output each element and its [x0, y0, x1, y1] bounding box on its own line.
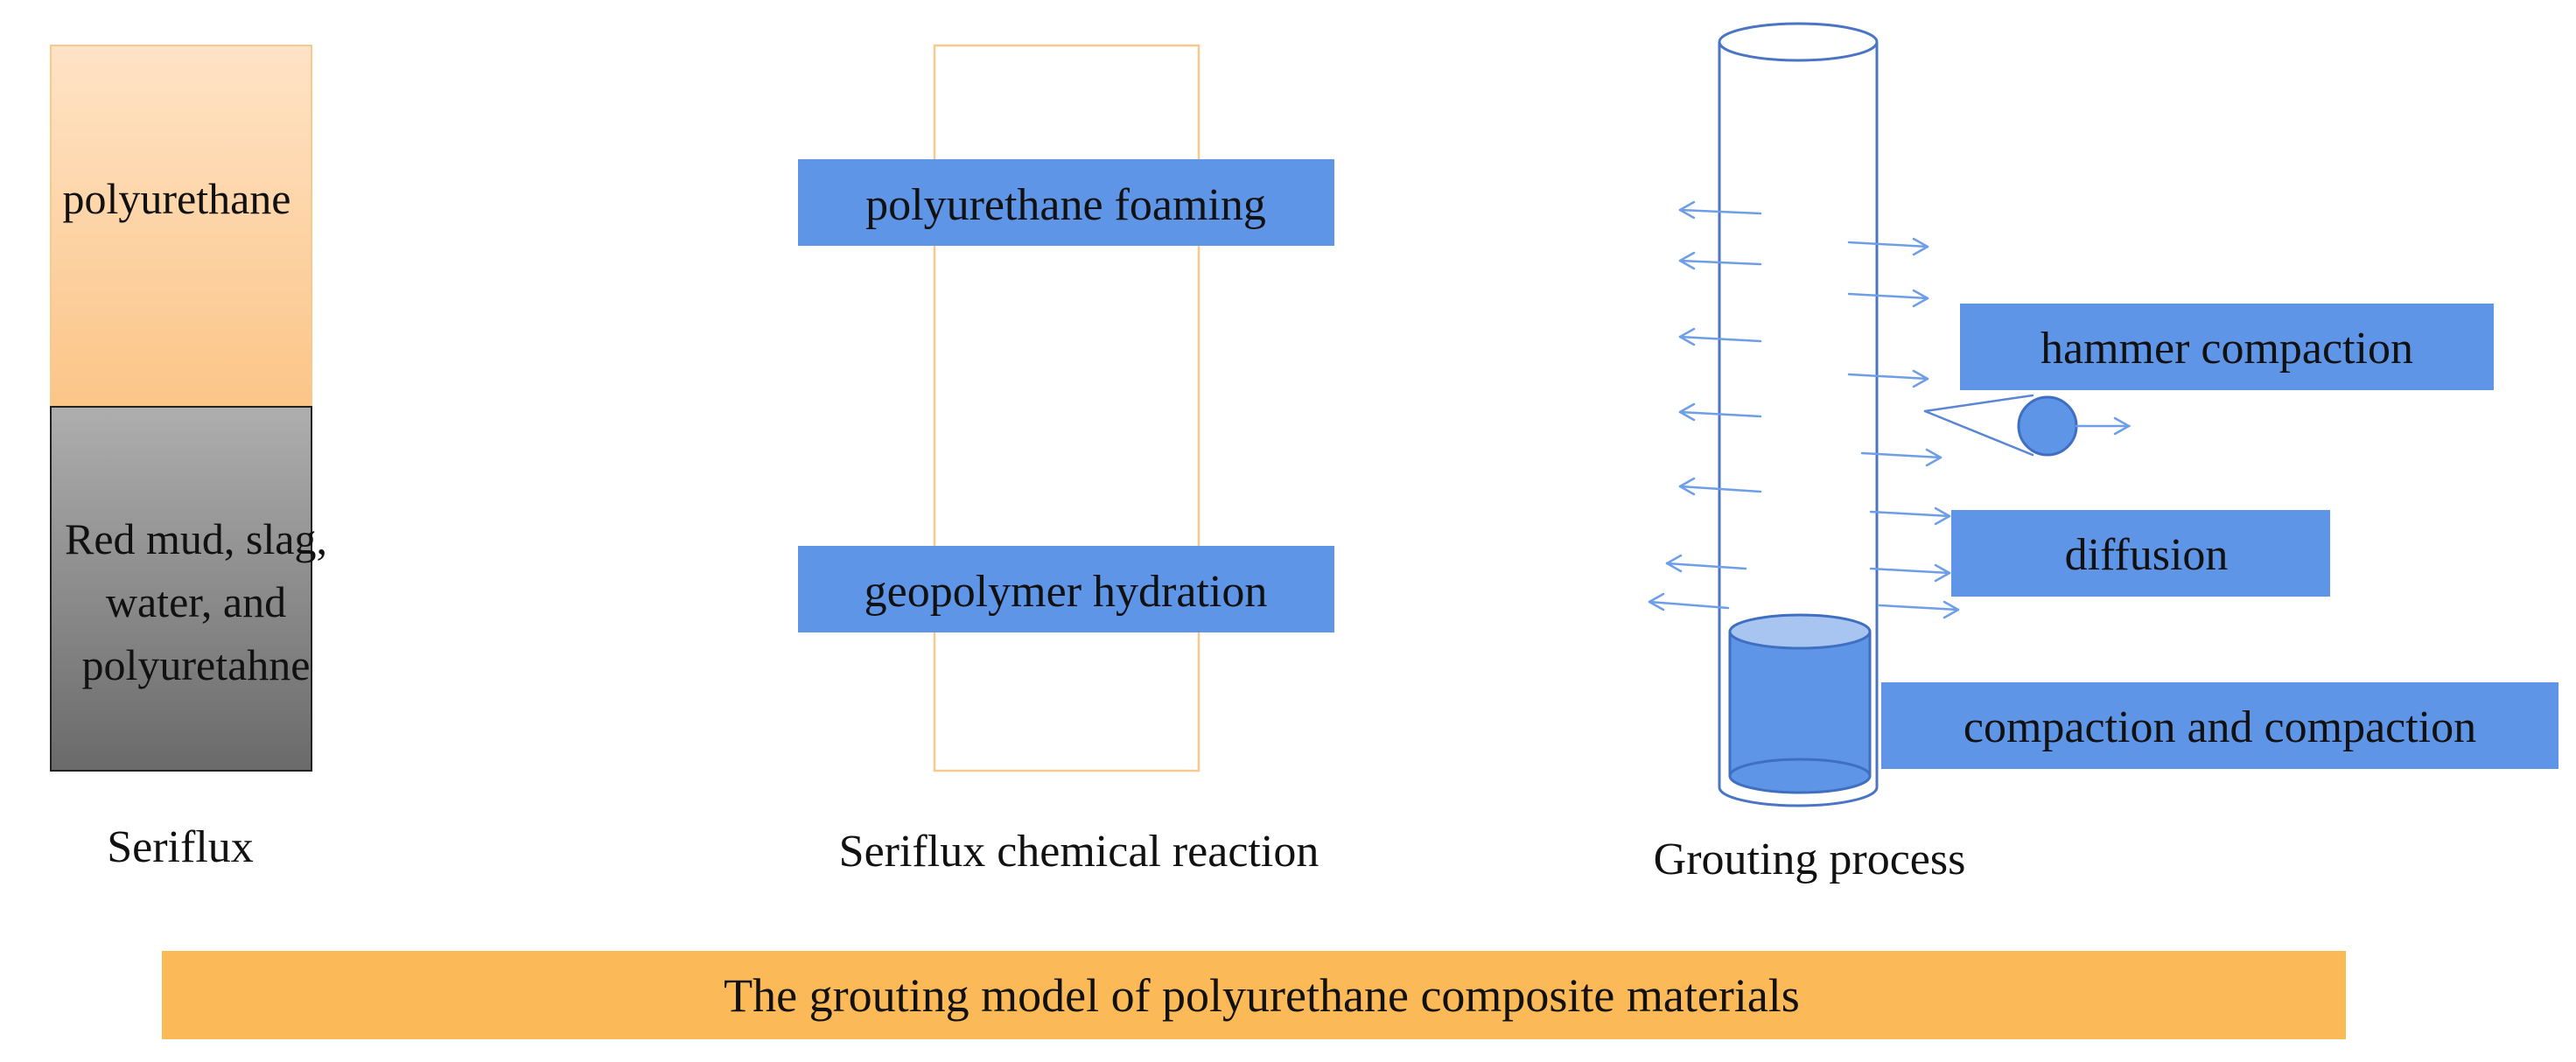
arrow-right-2 — [1847, 289, 1929, 308]
polyurethane-layer — [50, 45, 312, 408]
arrow-right-6 — [1869, 563, 1951, 583]
seriflux-caption: Seriflux — [107, 822, 254, 872]
diffusion-box — [1951, 510, 2330, 597]
arrow-left-7 — [1648, 592, 1730, 611]
arrow-left-6 — [1665, 554, 1747, 573]
reaction-column — [933, 44, 1200, 772]
hammer-compaction-box — [1960, 304, 2494, 390]
diagram-title: The grouting model of polyurethane compo… — [724, 969, 1800, 1022]
polyurethane-foaming-label: polyurethane foaming — [865, 180, 1266, 230]
reaction-caption: Seriflux chemical reaction — [839, 827, 1320, 877]
geopolymer-hydration-label: geopolymer hydration — [864, 567, 1268, 617]
arrow-left-3 — [1678, 327, 1762, 346]
arrow-right-4 — [1860, 448, 1942, 467]
arrow-right-7 — [1878, 600, 1960, 619]
title-banner-bar — [162, 951, 2346, 1039]
title-banner: The grouting model of polyurethane compo… — [162, 951, 2346, 1039]
red-mud-layer-label-line-3: polyuretahne — [81, 640, 310, 689]
hammer-icon — [1923, 394, 2132, 457]
arrow-left-1 — [1678, 200, 1762, 220]
diffusion-label: diffusion — [2065, 530, 2229, 580]
red-mud-layer-label-line-1: Red mud, slag, — [65, 514, 327, 563]
seriflux-panel: polyurethane Red mud, slag, water, and p… — [50, 45, 327, 872]
compaction-cylinder — [1728, 613, 1872, 794]
compaction-box — [1881, 682, 2558, 769]
arrow-right-1 — [1847, 237, 1929, 256]
diffusion-arrows — [1648, 200, 1960, 619]
polyurethane-foaming-box — [798, 159, 1334, 246]
polyurethane-layer-label: polyurethane — [62, 174, 290, 223]
arrow-left-5 — [1678, 477, 1762, 496]
reaction-panel: polyurethane foaming geopolymer hydratio… — [798, 44, 1334, 877]
grouting-panel: hammer compaction diffusion compaction a… — [1648, 22, 2558, 884]
arrow-right-3 — [1847, 369, 1929, 388]
arrow-left-4 — [1678, 402, 1762, 422]
compaction-label: compaction and compaction — [1964, 702, 2476, 752]
arrow-right-5 — [1869, 507, 1951, 526]
red-mud-layer — [50, 406, 312, 772]
grouting-caption: Grouting process — [1654, 835, 1966, 884]
grouting-pipe — [1718, 22, 1879, 807]
geopolymer-hydration-box — [798, 546, 1334, 632]
red-mud-layer-label-line-2: water, and — [106, 577, 286, 626]
hammer-compaction-label: hammer compaction — [2040, 324, 2413, 374]
arrow-left-2 — [1678, 251, 1762, 270]
